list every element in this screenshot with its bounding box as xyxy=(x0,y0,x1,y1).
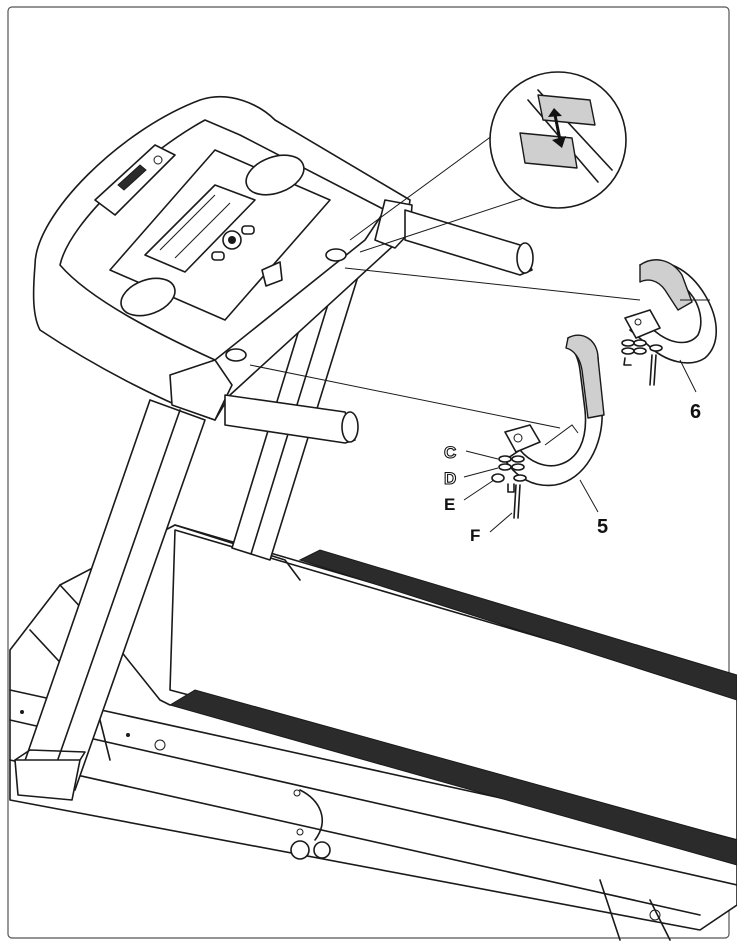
label-hardware-d: D xyxy=(444,469,456,488)
detail-callout xyxy=(489,71,627,209)
label-hardware-e: E xyxy=(444,495,455,514)
label-part-6: 6 xyxy=(690,401,701,423)
belt-stripe-lower xyxy=(168,689,737,866)
cup-holder-right xyxy=(245,154,305,196)
up-down-arrows-icon xyxy=(548,108,566,148)
cup-holder-left xyxy=(120,277,176,317)
handlebar-part-6 xyxy=(621,259,717,386)
belt-stripe-upper xyxy=(298,549,737,701)
transport-wheel xyxy=(290,840,310,860)
label-hardware-f: F xyxy=(470,526,480,545)
label-hardware-c: C xyxy=(444,443,456,462)
handlebar-part-5 xyxy=(491,334,605,519)
treadmill-deck xyxy=(9,524,737,941)
console xyxy=(32,96,413,421)
label-part-5: 5 xyxy=(597,516,608,538)
figure-border xyxy=(7,6,730,939)
guide-lines xyxy=(249,129,641,429)
label-leaders xyxy=(463,359,697,533)
